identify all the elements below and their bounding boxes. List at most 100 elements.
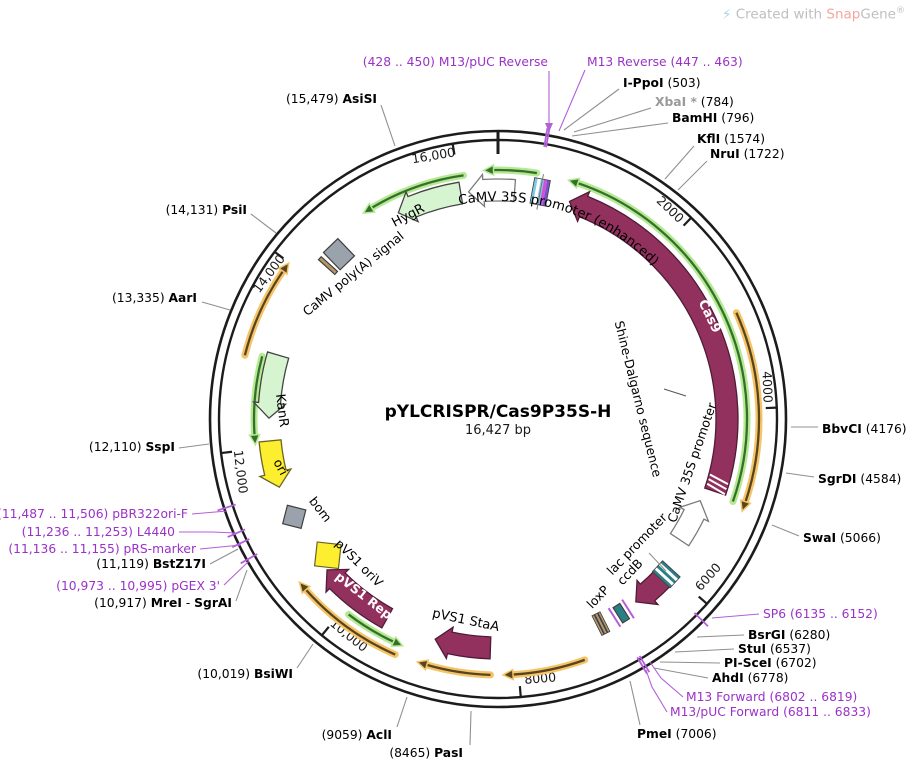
camv-polya-signal-box	[322, 237, 356, 271]
site-sgrdi-label-part: (4584)	[857, 472, 902, 486]
orf-arrow-repa-core	[347, 613, 395, 643]
sp6-mark	[693, 612, 709, 627]
orange-arrow-right-head	[739, 499, 752, 513]
l4440-mark	[227, 528, 246, 538]
orf-arrow-kanr-head	[248, 433, 261, 447]
site-kfli-label: KflI (1574)	[697, 132, 765, 146]
site-mrei-sgrai-label-part: (10,917)	[94, 596, 151, 610]
site-aari-label-part: AarI	[169, 291, 197, 305]
primer-sp6-leader	[711, 613, 760, 619]
site-psii-label-part: (14,131)	[166, 203, 223, 217]
site-bsiwi-label-part: BsiWI	[254, 667, 293, 681]
site-xbai-leader	[573, 107, 652, 133]
feature-pvs1-repa	[325, 568, 394, 629]
label-shine-dalgarno: Shine-Dalgarno sequence	[612, 319, 665, 479]
primer-sp6-label-part: (6135 .. 6152)	[786, 607, 878, 621]
mcs-striped-box	[529, 174, 551, 210]
primer-m13-forward-leader	[649, 661, 684, 698]
site-acli-leader	[396, 696, 408, 728]
m13-puc-forward-mark	[636, 656, 648, 675]
primer-pbr322ori-f-label-part: pBR322ori-F	[112, 507, 188, 521]
site-acli-label-part: (9059)	[322, 728, 367, 742]
site-kfli-label-part: KflI	[697, 132, 720, 146]
site-pasi-leader	[469, 710, 472, 746]
primer-l4440-label-part: L4440	[137, 525, 175, 539]
primer-m13-reverse-leader	[558, 69, 586, 132]
site-bsiwi-leader	[296, 643, 314, 669]
site-bbvci-label-part: (4176)	[862, 422, 907, 436]
site-swai-label-part: (5066)	[836, 531, 881, 545]
mcs-striped-box-part	[539, 179, 548, 206]
m13-forward-mark	[638, 655, 651, 673]
orf-arrow-repa-head	[390, 635, 405, 648]
orange-arrow-bottom1-head	[501, 668, 515, 681]
orange-arrow-bottom2-head	[415, 659, 430, 672]
site-pasi-label-part: PasI	[434, 746, 463, 760]
loxp-box-part	[591, 611, 611, 636]
orange-arrow-repa-core	[305, 589, 396, 656]
loxp-box-part	[593, 614, 606, 635]
pvs1-oriv-box	[313, 541, 342, 570]
axis-tick-10000	[320, 626, 330, 637]
site-sspi-label-part: SspI	[145, 440, 175, 454]
label-bom: bom	[306, 494, 335, 525]
primer-prs-marker-leader	[199, 544, 242, 550]
primer-m13-puc-reverse-label: (428 .. 450) M13/pUC Reverse	[363, 55, 548, 69]
orf-arrow-top-head	[481, 163, 495, 177]
primer-pbr322ori-f-label-part: (11,487 .. 11,506)	[0, 507, 112, 521]
axis-tick-label-16000: 16,000	[411, 144, 457, 166]
mcs-striped-box-part	[533, 178, 541, 205]
feature-hygr	[397, 181, 464, 223]
site-sgrdi-label: SgrDI (4584)	[818, 472, 901, 486]
feature-ori	[258, 439, 293, 489]
loxp-box-part	[598, 611, 610, 633]
axis-tick-16000	[451, 143, 456, 155]
primer-pgex-3-label-part: pGEX 3'	[171, 579, 220, 593]
site-pi-scei-leader	[659, 661, 721, 664]
primer-l4440-leader	[179, 531, 237, 534]
feature-cas9-hatch-2	[708, 478, 727, 491]
feature-cas9-hatch-3	[709, 473, 729, 485]
site-swai-label-part: SwaI	[803, 531, 836, 545]
site-mrei-sgrai-label: (10,917) MreI - SgrAI	[94, 596, 232, 610]
axis-tick-label-4000: 4000	[759, 371, 775, 403]
site-i-ppoi-leader	[563, 88, 620, 131]
orf-arrow-hygr-head	[362, 202, 376, 214]
label-ori: ori	[271, 456, 292, 477]
lac-promoter-leader	[648, 552, 667, 572]
site-bamhi-label-part: (796)	[717, 111, 754, 125]
site-mrei-sgrai-label-part: MreI	[151, 596, 182, 610]
feature-cas9-hatch-1	[706, 482, 726, 496]
lac-promoter-box-part	[654, 567, 675, 586]
loxp-box-part	[596, 612, 609, 634]
loxp-box-part	[595, 613, 607, 634]
site-aari-label-part: (13,335)	[112, 291, 169, 305]
label-loxp: loxP	[583, 582, 612, 611]
primer-prs-marker-label-part: (11,136 .. 11,155)	[8, 542, 123, 556]
site-bbvci-label: BbvCI (4176)	[822, 422, 907, 436]
feature-kanr	[251, 351, 290, 420]
site-nrui-label-part: NruI	[710, 147, 740, 161]
site-nrui-label-part: (1722)	[740, 147, 785, 161]
site-ahdi-leader	[653, 667, 709, 679]
site-asisi-label: (15,479) AsiSI	[286, 92, 377, 106]
loxp-box	[591, 611, 611, 636]
site-pmei-label-part: PmeI	[637, 727, 672, 741]
feature-cas9	[568, 190, 739, 496]
site-bamhi-label: BamHI (796)	[672, 111, 754, 125]
site-bamhi-label-part: BamHI	[672, 111, 717, 125]
site-sspi-leader	[178, 443, 210, 449]
site-mrei-sgrai-label-part: -	[182, 596, 194, 610]
axis-tick-6000	[698, 595, 708, 605]
site-nrui-leader	[677, 160, 708, 191]
site-mrei-sgrai-label-part: SgrAI	[194, 596, 232, 610]
site-bsrgi-label-part: BsrGI	[748, 628, 785, 642]
lac-promoter-box-part	[652, 569, 673, 588]
site-sgrdi-leader	[785, 472, 815, 478]
site-ahdi-label: AhdI (6778)	[712, 671, 788, 685]
primer-pgex-3-label-part: (10,973 .. 10,995)	[56, 579, 171, 593]
site-i-ppoi-label-part: (503)	[664, 76, 701, 90]
lac-promoter-box-part	[651, 560, 681, 589]
loxp-box-part	[591, 614, 604, 636]
